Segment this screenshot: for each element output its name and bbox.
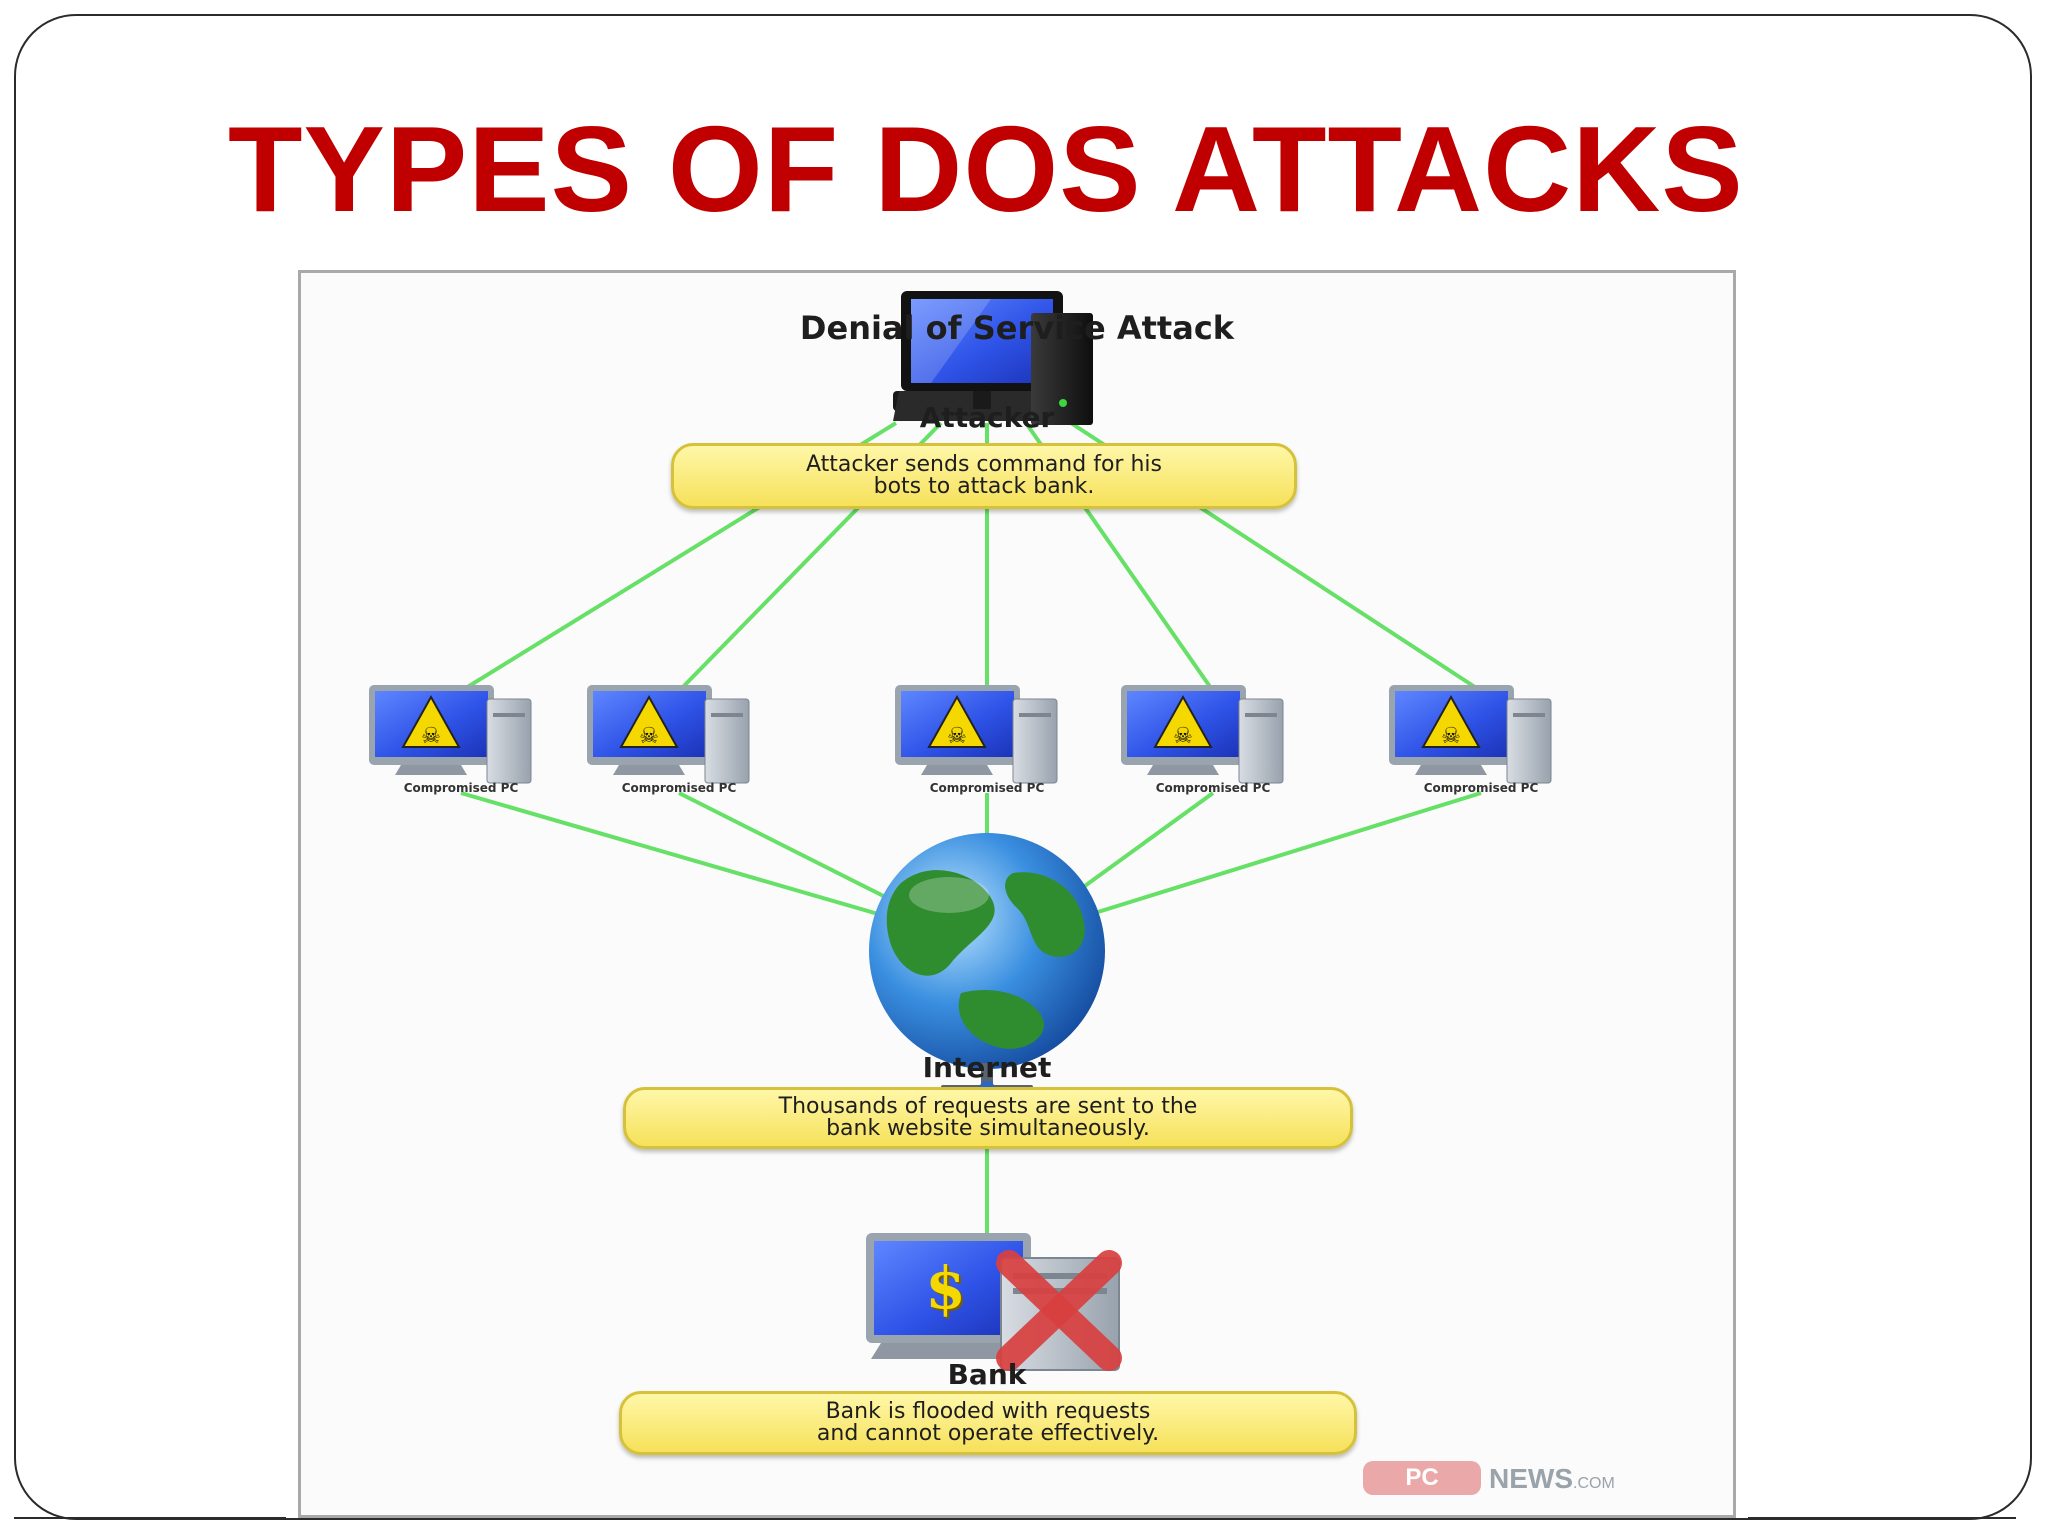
compromised-pc-icon-5: ☠ [1389,685,1552,784]
footer-rule-right [1748,1517,2016,1519]
svg-text:☠: ☠ [1441,724,1461,749]
compromised-pc-icon-2: ☠ [587,685,750,784]
svg-text:☠: ☠ [1173,724,1193,749]
attacker-callout-text: Attacker sends command for his bots to a… [806,452,1162,499]
compromised-pc-label-4: Compromised PC [1155,781,1271,795]
compromised-pc-icon-1: ☠ [369,685,532,784]
diagram-title: Denial of Service Attack [799,309,1235,347]
svg-text:☠: ☠ [947,724,967,749]
watermark-text: NEWS.COM [1489,1463,1615,1495]
dos-diagram: ☠ ☠ ☠ ☠ [298,270,1736,1518]
svg-text:☠: ☠ [639,724,659,749]
compromised-pc-label-2: Compromised PC [621,781,737,795]
connector-bot-1-internet [460,791,917,927]
dollar-sign-icon: $ [925,1254,966,1322]
watermark-logo [1363,1461,1481,1495]
globe-icon [869,833,1105,1097]
bank-label: Bank [947,1358,1027,1391]
bank-callout: Bank is flooded with requests and cannot… [619,1391,1357,1455]
compromised-pc-icon-3: ☠ [895,685,1058,784]
attacker-computer-icon [893,291,1093,425]
slide-title: TYPES OF DOS ATTACKS [228,101,1744,237]
attacker-label: Attacker [919,401,1055,434]
internet-callout: Thousands of requests are sent to the ba… [623,1087,1353,1149]
attacker-callout: Attacker sends command for his bots to a… [671,443,1297,509]
connector-bot-5-internet [1055,791,1482,927]
diagram-graphics: ☠ ☠ ☠ ☠ [369,291,1552,1495]
internet-callout-text: Thousands of requests are sent to the ba… [778,1094,1198,1141]
watermark-suffix: .COM [1573,1475,1615,1492]
watermark-logo-text: PC [1405,1464,1439,1491]
watermark-news: NEWS [1489,1463,1573,1494]
internet-label: Internet [922,1051,1052,1084]
svg-text:☠: ☠ [421,724,441,749]
compromised-pc-label-5: Compromised PC [1423,781,1539,795]
compromised-pc-icon-4: ☠ [1121,685,1284,784]
bank-callout-text: Bank is flooded with requests and cannot… [816,1399,1160,1446]
bank-computer-icon [866,1233,1122,1371]
footer-rule-left [14,1517,286,1519]
compromised-pc-label-1: Compromised PC [403,781,519,795]
compromised-pc-label-3: Compromised PC [929,781,1045,795]
